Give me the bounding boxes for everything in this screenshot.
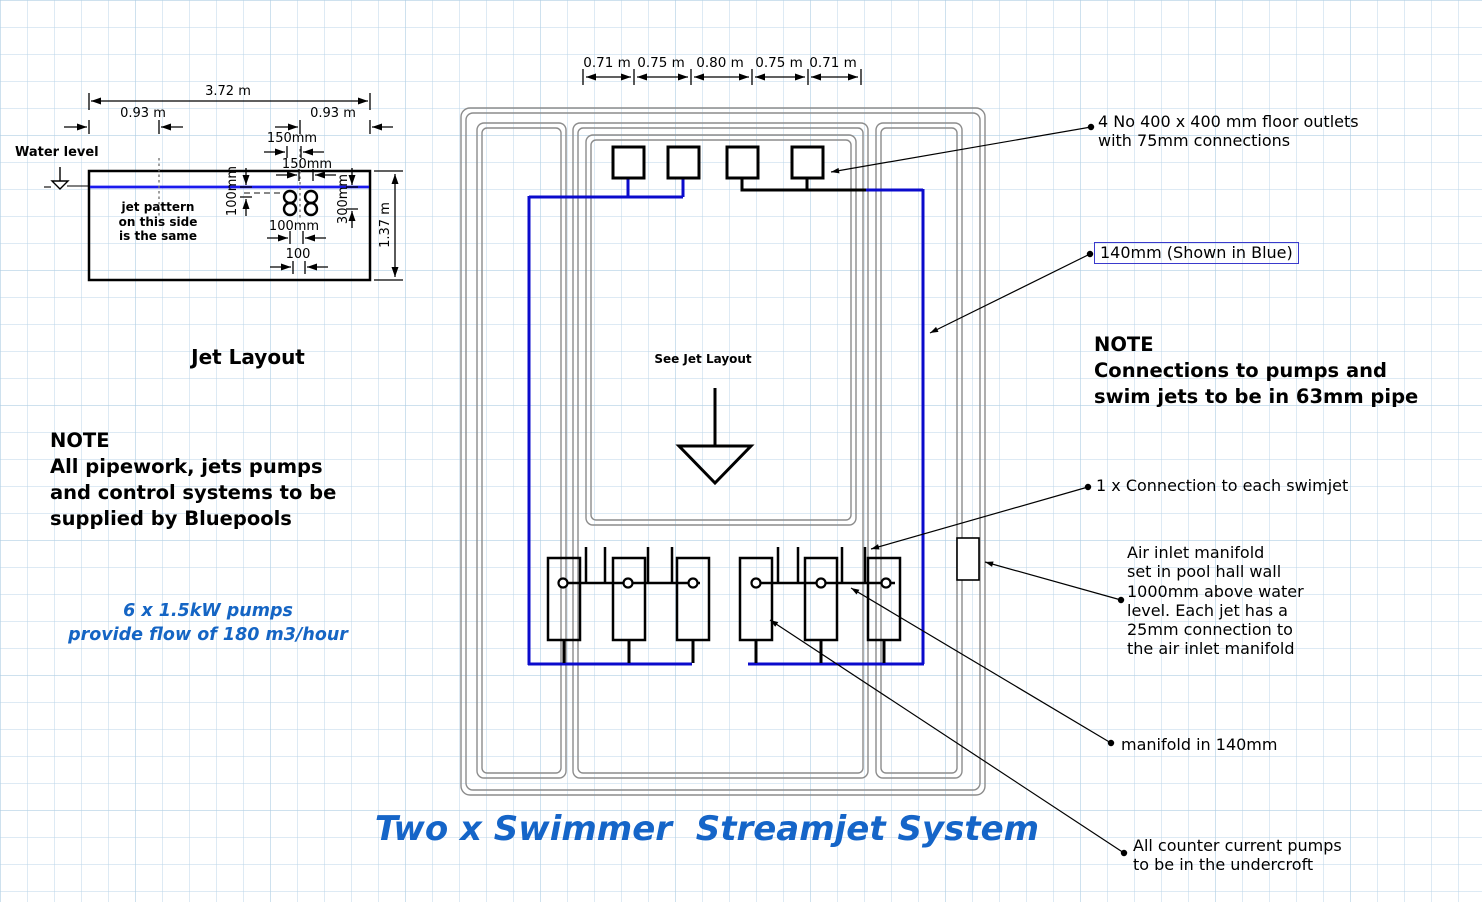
- jet-pattern-note: jet pattern on this side is the same: [118, 200, 198, 243]
- plan-dim-1: 0.71 m: [583, 55, 631, 71]
- pump-6: [866, 556, 902, 642]
- jet-layout-dimensions: [64, 93, 403, 281]
- dim-300-vertical: 300mm: [336, 173, 352, 225]
- pump-4: [738, 556, 774, 642]
- dim-100-h: 100mm: [268, 219, 320, 234]
- callout-manifold-140: manifold in 140mm: [1121, 735, 1278, 754]
- pump-group-right: [738, 547, 902, 642]
- leader-lines: [769, 123, 1128, 857]
- dim-150-top: 150mm: [266, 131, 318, 146]
- plan-dim-3: 0.80 m: [696, 55, 744, 71]
- floor-outlet-4: [790, 145, 825, 180]
- plan-dim-5: 0.71 m: [809, 55, 857, 71]
- floor-outlets: [611, 145, 825, 180]
- floor-outlet-2: [666, 145, 701, 180]
- dim-100-plain: 100: [285, 247, 311, 262]
- floor-outlet-1: [611, 145, 646, 180]
- callout-air-inlet: Air inlet manifold set in pool hall wall…: [1127, 543, 1304, 659]
- pipe-140mm-blue: [527, 178, 925, 666]
- dim-100-vertical: 100mm: [225, 165, 241, 217]
- see-jet-layout-label: See Jet Layout: [654, 352, 752, 366]
- air-inlet-manifold-box: [956, 537, 980, 581]
- right-note-body: Connections to pumps and swim jets to be…: [1094, 359, 1419, 408]
- swim-jets: [282, 189, 319, 217]
- pump-2: [611, 556, 647, 642]
- plan-dimension-strip: [582, 69, 862, 85]
- right-note-heading: NOTE: [1094, 333, 1154, 356]
- callout-undercroft: All counter current pumps to be in the u…: [1133, 836, 1342, 875]
- left-note-heading: NOTE: [50, 429, 110, 452]
- callout-swimjet-connection: 1 x Connection to each swimjet: [1096, 476, 1349, 495]
- jet-layout-heading: Jet Layout: [191, 345, 305, 369]
- dim-left-093: 0.93 m: [120, 106, 166, 121]
- callout-pipe-140: 140mm (Shown in Blue): [1094, 242, 1299, 264]
- dim-150-bottom: 150mm: [281, 157, 333, 172]
- plan-dim-2: 0.75 m: [637, 55, 685, 71]
- pump-capacity-note: 6 x 1.5kW pumps provide flow of 180 m3/h…: [68, 601, 348, 645]
- dim-overall: 3.72 m: [205, 84, 251, 99]
- dim-height-137: 1.37 m: [378, 202, 394, 248]
- pump-3: [675, 556, 711, 642]
- water-level-label: Water level: [15, 145, 99, 160]
- pump-1: [546, 556, 582, 642]
- pipe-black-connections: [562, 178, 886, 663]
- pool-outline: [460, 107, 986, 796]
- drawing-title: Two x Swimmer Streamjet System: [374, 809, 1040, 849]
- pump-group-left: [546, 547, 711, 642]
- callout-floor-outlets: 4 No 400 x 400 mm floor outlets with 75m…: [1098, 112, 1359, 151]
- jet-centerlines: [158, 149, 301, 218]
- jet-layout-figure: [44, 93, 403, 282]
- dim-right-093: 0.93 m: [310, 106, 356, 121]
- see-jet-layout-arrow: [675, 388, 755, 486]
- floor-outlet-3: [725, 145, 760, 180]
- plan-dim-4: 0.75 m: [755, 55, 803, 71]
- left-note-body: All pipework, jets pumps and control sys…: [50, 455, 337, 530]
- pump-5: [803, 556, 839, 642]
- water-level-symbol: [44, 167, 89, 190]
